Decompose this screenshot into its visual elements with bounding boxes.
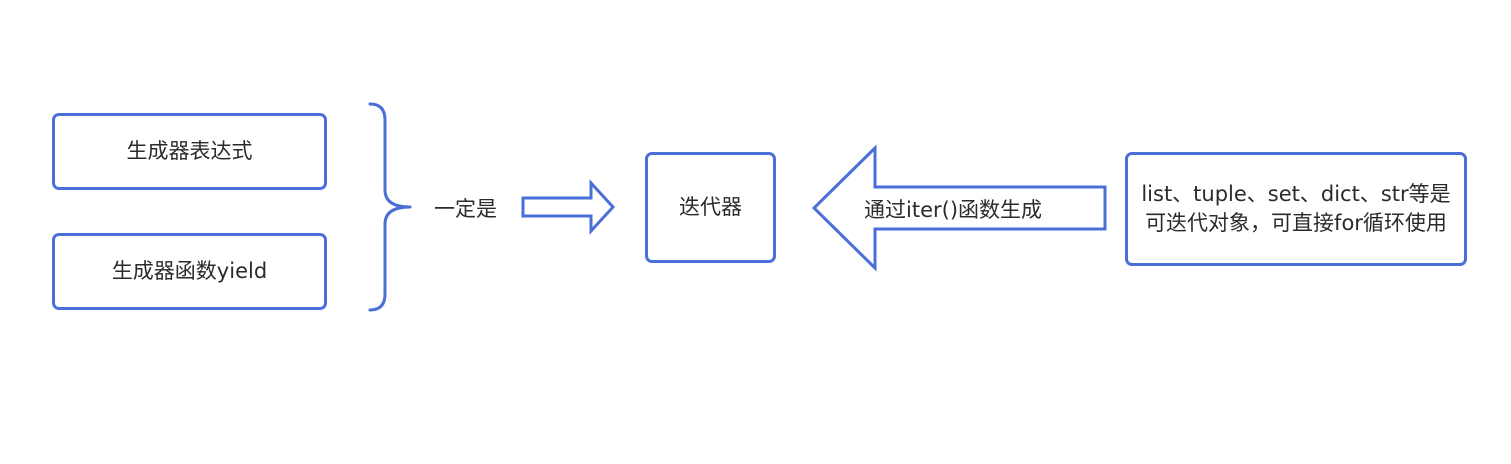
generator-function-label: 生成器函数yield [111,259,268,283]
generator-expression-box: 生成器表达式 [52,113,327,190]
generator-expression-label: 生成器表达式 [126,139,253,163]
iter-function-label: 通过iter()函数生成 [864,198,1043,222]
must-be-label: 一定是 [434,197,497,221]
grouping-brace [368,102,412,312]
right-arrow [521,179,616,235]
generator-function-box: 生成器函数yield [52,233,327,310]
iterator-box: 迭代器 [645,152,776,263]
iterables-box: list、tuple、set、dict、str等是可迭代对象，可直接for循环使… [1125,152,1467,266]
iterator-label: 迭代器 [679,195,742,219]
left-arrow [811,144,1107,272]
iterables-label: list、tuple、set、dict、str等是可迭代对象，可直接for循环使… [1141,182,1451,235]
